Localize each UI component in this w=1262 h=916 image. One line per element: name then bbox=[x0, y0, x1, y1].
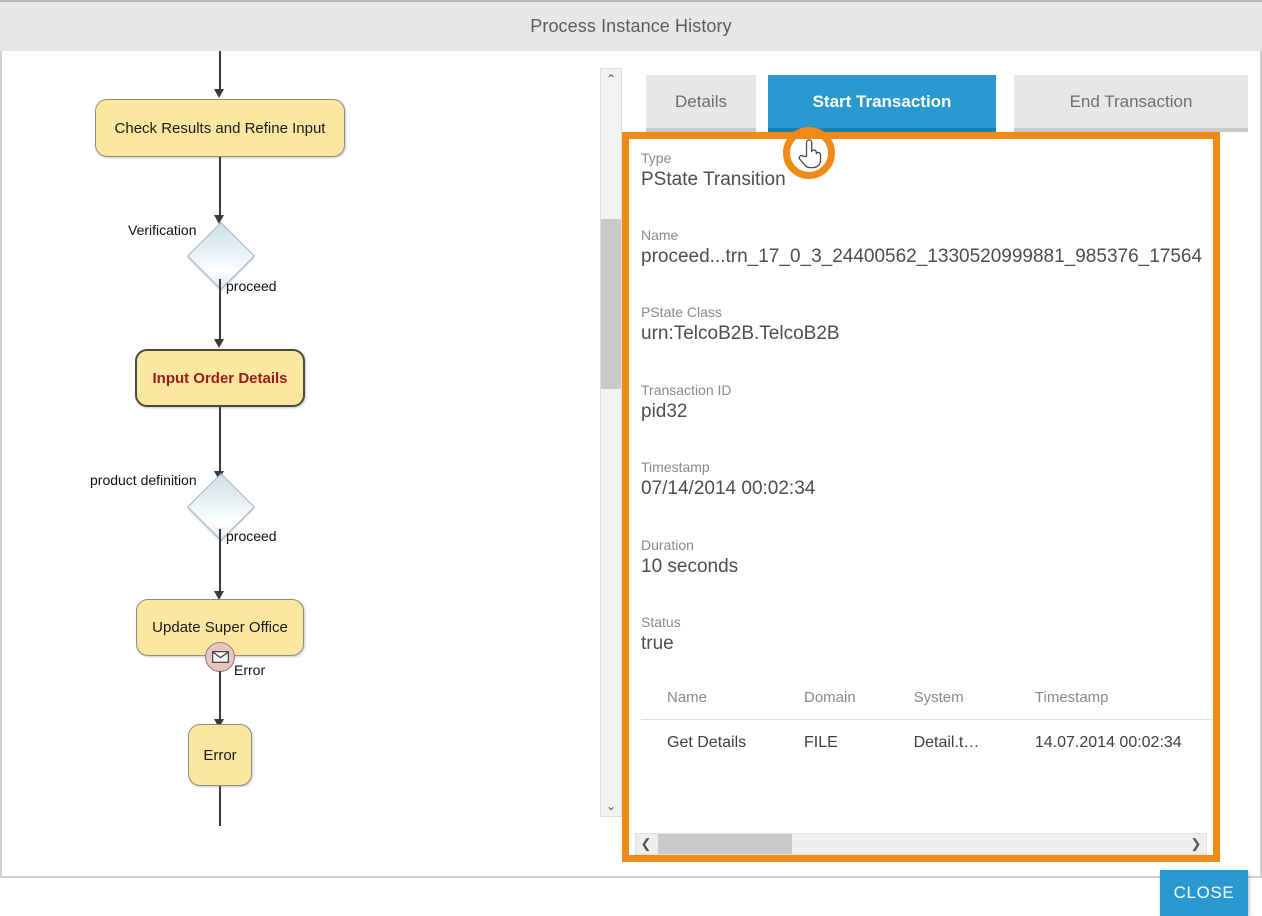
field-label: Timestamp bbox=[641, 459, 710, 475]
diagram-node-input-order-details[interactable]: Input Order Details bbox=[135, 349, 305, 407]
field-value: proceed...trn_17_0_3_24400562_1330520999… bbox=[641, 246, 1203, 267]
diagram-edge-input-to-gateway2 bbox=[219, 407, 221, 475]
scroll-left-icon[interactable]: ❮ bbox=[640, 836, 652, 851]
diagram-node-update-super-office[interactable]: Update Super Office bbox=[136, 599, 304, 656]
field-label: PState Class bbox=[641, 304, 722, 320]
diagram-edge-update-to-error bbox=[219, 671, 221, 723]
field-status: Status true bbox=[641, 613, 681, 657]
diagram-node-label: Input Order Details bbox=[152, 369, 288, 387]
cell-name: Get Details bbox=[667, 734, 747, 751]
diagram-edge-incoming bbox=[219, 51, 221, 93]
field-value: urn:TelcoB2B.TelcoB2B bbox=[641, 323, 840, 344]
field-value: 10 seconds bbox=[641, 556, 739, 577]
close-button[interactable]: CLOSE bbox=[1160, 870, 1248, 916]
scroll-up-icon[interactable]: ⌃ bbox=[605, 72, 617, 86]
cell-timestamp: 14.07.2014 00:02:34 bbox=[1034, 734, 1182, 751]
diagram-edge-gateway1-to-input bbox=[219, 279, 221, 343]
transaction-details-table: Name Domain System Timestamp Get Details… bbox=[641, 675, 1211, 766]
diagram-edge-label-proceed-2: proceed bbox=[226, 528, 277, 544]
table-column-system: System bbox=[913, 688, 964, 706]
field-type: Type PState Transition bbox=[641, 149, 786, 193]
diagram-arrowhead-gateway1 bbox=[214, 215, 224, 224]
diagram-arrowhead-error bbox=[214, 719, 224, 728]
horizontal-scrollbar-thumb[interactable] bbox=[658, 834, 792, 854]
tab-end-transaction[interactable]: End Transaction bbox=[1014, 75, 1248, 132]
field-label: Transaction ID bbox=[641, 382, 732, 398]
table-column-domain: Domain bbox=[803, 688, 856, 706]
tab-label: Start Transaction bbox=[812, 91, 952, 111]
window-titlebar: Process Instance History bbox=[0, 0, 1262, 51]
diagram-arrowhead-input bbox=[214, 339, 224, 348]
diagram-edge-check-to-gateway bbox=[219, 157, 221, 219]
field-timestamp: Timestamp 07/14/2014 00:02:34 bbox=[641, 458, 815, 502]
envelope-icon[interactable] bbox=[205, 642, 235, 672]
field-transaction-id: Transaction ID pid32 bbox=[641, 381, 732, 425]
field-label: Name bbox=[641, 227, 679, 243]
diagram-edge-label-error: Error bbox=[234, 662, 266, 678]
window-content: Check Results and Refine Input Verificat… bbox=[0, 51, 1262, 916]
field-value: PState Transition bbox=[641, 169, 786, 190]
pointer-hand-cursor-icon bbox=[797, 137, 823, 169]
field-name: Name proceed...trn_17_0_3_24400562_13305… bbox=[641, 226, 1202, 270]
cell-domain: FILE bbox=[803, 734, 838, 751]
field-label: Duration bbox=[641, 537, 694, 553]
click-highlight-ring bbox=[783, 127, 835, 179]
table-header-row: Name Domain System Timestamp bbox=[641, 675, 1211, 720]
diagram-edge-label-verification: Verification bbox=[128, 222, 197, 238]
close-button-label: CLOSE bbox=[1173, 883, 1235, 902]
diagram-edge-gateway2-to-update bbox=[219, 529, 221, 595]
diagram-edge-outgoing bbox=[219, 786, 221, 826]
diagram-arrowhead-update bbox=[214, 591, 224, 600]
cell-system: Detail.t… bbox=[913, 734, 980, 751]
field-pstate-class: PState Class urn:TelcoB2B.TelcoB2B bbox=[641, 303, 840, 347]
details-panel-inner: Type PState Transition Name proceed...tr… bbox=[629, 139, 1213, 855]
field-duration: Duration 10 seconds bbox=[641, 536, 738, 580]
window-title: Process Instance History bbox=[530, 16, 732, 36]
field-label: Type bbox=[641, 150, 672, 166]
diagram-edge-label-product-definition: product definition bbox=[90, 472, 197, 488]
table-horizontal-scrollbar[interactable]: ❮ ❯ bbox=[635, 833, 1207, 855]
start-transaction-details-panel: Type PState Transition Name proceed...tr… bbox=[622, 132, 1220, 862]
diagram-node-error[interactable]: Error bbox=[188, 724, 252, 786]
tab-start-transaction[interactable]: Start Transaction bbox=[768, 75, 996, 132]
table-column-name: Name bbox=[667, 688, 708, 706]
field-value: true bbox=[641, 633, 674, 654]
tab-label: End Transaction bbox=[1069, 91, 1193, 111]
field-label: Status bbox=[641, 614, 681, 630]
diagram-node-label: Check Results and Refine Input bbox=[114, 119, 326, 137]
table-column-timestamp: Timestamp bbox=[1034, 688, 1109, 706]
diagram-node-label: Error bbox=[203, 746, 237, 764]
scroll-down-icon[interactable]: ⌄ bbox=[605, 799, 617, 813]
scroll-right-icon[interactable]: ❯ bbox=[1190, 836, 1202, 851]
vertical-scrollbar-thumb[interactable] bbox=[601, 219, 621, 389]
diagram-node-label: Update Super Office bbox=[152, 619, 288, 636]
table-row[interactable]: Get Details FILE Detail.t… 14.07.2014 00… bbox=[641, 720, 1211, 766]
field-value: 07/14/2014 00:02:34 bbox=[641, 478, 816, 499]
tab-label: Details bbox=[675, 91, 727, 111]
field-value: pid32 bbox=[641, 401, 688, 422]
diagram-arrowhead-incoming bbox=[214, 89, 224, 98]
tab-details[interactable]: Details bbox=[646, 75, 756, 132]
diagram-node-check-results[interactable]: Check Results and Refine Input bbox=[95, 99, 345, 157]
details-vertical-scrollbar[interactable]: ⌃ ⌄ bbox=[600, 68, 622, 817]
diagram-edge-label-proceed-1: proceed bbox=[226, 278, 277, 294]
process-diagram[interactable]: Check Results and Refine Input Verificat… bbox=[2, 51, 592, 874]
